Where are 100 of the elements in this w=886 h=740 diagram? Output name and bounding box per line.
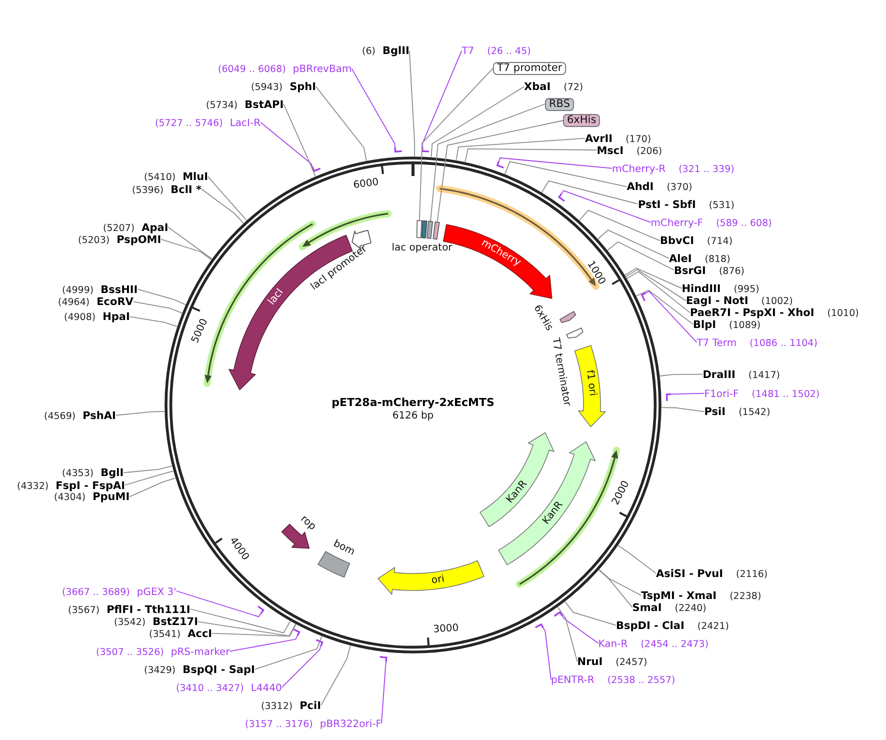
- cut-site-position: (1542): [738, 407, 770, 420]
- primer-binding-range: (6049 .. 6068): [218, 64, 286, 76]
- leader-line: [578, 210, 660, 242]
- enzyme-name: EcoRV: [96, 296, 134, 308]
- cut-site-position: (818): [704, 254, 730, 266]
- leader-line: [464, 148, 598, 162]
- cut-site-position: (72): [564, 82, 584, 94]
- leader-line: [598, 570, 633, 608]
- enzyme-name: BspDI - ClaI: [616, 620, 684, 632]
- feature-tag: 6xHis: [563, 114, 600, 127]
- primer-name: pBRrevBam: [292, 64, 352, 76]
- leader-line: [659, 374, 704, 376]
- enzyme-name: BstAPI: [244, 98, 284, 110]
- leader-line: [176, 590, 262, 618]
- cut-site-position: (206): [636, 146, 662, 158]
- feature-label: lac operator: [392, 242, 452, 254]
- enzyme-name: PaeR7I - PspXI - XhoI: [690, 307, 814, 320]
- leader-line: [254, 636, 322, 670]
- leader-line: [564, 601, 616, 626]
- cut-site-position: (714): [706, 236, 733, 248]
- primer-name: pGEX 3': [136, 586, 176, 598]
- scale-label: 6000: [352, 176, 380, 192]
- enzyme-name: HindIII: [682, 282, 721, 295]
- cut-site-position: (5734): [206, 100, 238, 112]
- enzyme-name: NruI: [577, 656, 603, 668]
- enzyme-name: PstI - SbfI: [638, 198, 696, 210]
- cut-site-position: (5943): [251, 82, 283, 94]
- cut-site-position: (876): [718, 266, 745, 278]
- leader-line: [541, 180, 638, 204]
- enzyme-name: DraIII: [702, 368, 736, 381]
- enzyme-name: HpaI: [102, 311, 130, 324]
- primer-binding-range: (5727 .. 5746): [155, 118, 223, 130]
- primer-binding-range: (321 .. 339): [678, 164, 734, 176]
- enzyme-name: FspI - FspAI: [56, 480, 126, 492]
- leader-line: [190, 608, 291, 634]
- enzyme-name: XbaI: [524, 81, 551, 94]
- primer-name: T7: [462, 46, 474, 58]
- leader-line: [123, 466, 172, 474]
- cut-site-position: (370): [666, 182, 692, 194]
- cut-site-position: (2421): [697, 620, 729, 633]
- enzyme-name: BssHII: [100, 284, 138, 296]
- primer-name: L4440: [250, 682, 282, 695]
- primer-name: mCherry-F: [650, 218, 704, 230]
- cut-site-position: (6): [362, 46, 376, 58]
- cut-site-position: (5203): [78, 234, 110, 247]
- cut-site-position: (5396): [132, 184, 164, 196]
- feature-label: rop: [298, 514, 318, 533]
- enzyme-name: AvrII: [585, 132, 613, 145]
- cut-site-position: (2240): [674, 602, 706, 615]
- enzyme-name: MluI: [182, 171, 208, 184]
- primer-name: F1ori-F: [704, 388, 739, 401]
- scale-label: 3000: [432, 622, 459, 635]
- leader-line: [160, 238, 212, 260]
- primer-binding-range: (3667 .. 3689): [62, 586, 130, 598]
- cut-site-position: (4353): [62, 468, 94, 480]
- cut-site-position: (2116): [736, 568, 768, 581]
- primer-name: pRS-marker: [170, 646, 230, 659]
- cut-site-position: (1417): [748, 370, 780, 382]
- leader-line: [560, 190, 652, 223]
- primer-binding-range: (26 .. 45): [487, 46, 531, 58]
- enzyme-name: EagI - NotI: [686, 295, 748, 308]
- cut-site-position: (2238): [730, 590, 762, 603]
- enzyme-name: BglI: [100, 467, 124, 480]
- cut-site-position: (3312): [261, 700, 293, 713]
- cut-site-position: (4964): [58, 297, 90, 310]
- leader-line: [636, 290, 694, 325]
- primer-name: Kan-R: [598, 638, 628, 651]
- leader-line: [624, 268, 682, 289]
- leader-line: [561, 614, 599, 644]
- leader-line: [283, 104, 316, 177]
- leader-line: [644, 290, 698, 343]
- leader-line: [618, 545, 656, 574]
- leader-line: [598, 569, 642, 596]
- leader-line: [670, 392, 705, 395]
- enzyme-name: BspQI - SapI: [182, 664, 255, 676]
- leader-line: [504, 161, 628, 188]
- enzyme-name: PspOMI: [116, 234, 162, 246]
- cut-site-position: (1089): [729, 320, 761, 332]
- cut-site-position: (4999): [62, 284, 94, 297]
- leader-line: [607, 241, 674, 270]
- enzyme-name: TspMI - XmaI: [641, 590, 717, 602]
- cut-site-position: (531): [708, 200, 734, 212]
- leader-line: [436, 120, 564, 222]
- cut-site-position: (3567): [68, 604, 100, 616]
- enzyme-name: PpuMI: [92, 491, 130, 504]
- primer-binding-range: (1481 .. 1502): [752, 388, 820, 401]
- leader-line: [542, 626, 552, 680]
- leader-line: [419, 68, 494, 221]
- enzyme-name: BstZ17I: [152, 616, 198, 628]
- leader-line: [381, 660, 387, 724]
- enzyme-name: SmaI: [632, 602, 662, 614]
- primer-name: pENTR-R: [551, 675, 594, 688]
- leader-line: [625, 269, 686, 302]
- primer-name: T7 Term: [696, 338, 737, 350]
- enzyme-name: AsiSI - PvuI: [656, 568, 724, 580]
- feature-label: bom: [331, 538, 356, 558]
- scale-label: 5000: [189, 316, 210, 344]
- enzyme-name: AleI: [669, 252, 692, 265]
- enzyme-name: SphI: [290, 81, 316, 94]
- cut-site-position: (4304): [54, 492, 86, 504]
